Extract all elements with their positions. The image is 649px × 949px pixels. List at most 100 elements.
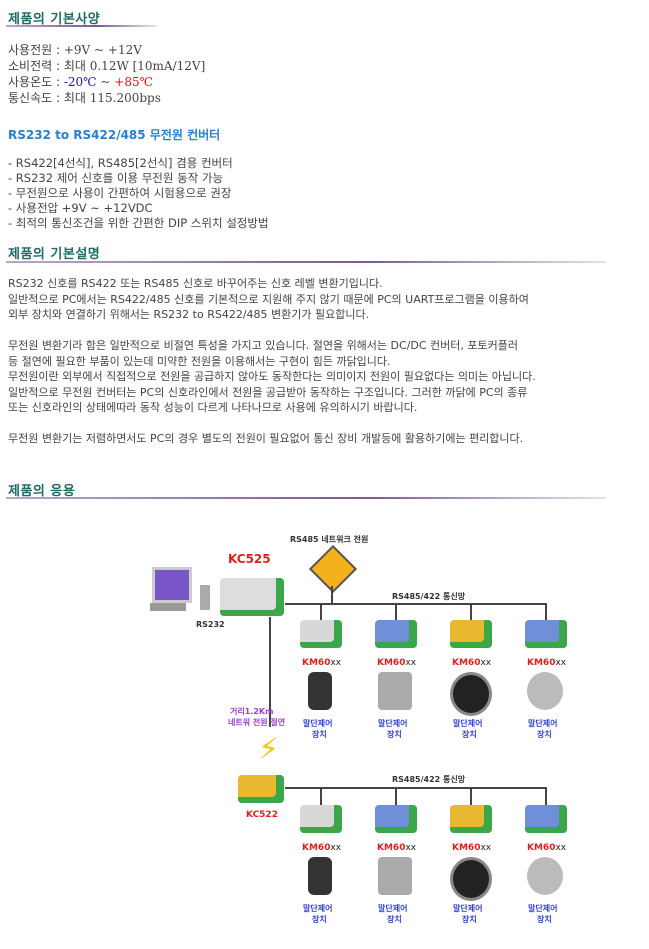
spec-key: 사용온도 :	[8, 75, 64, 89]
traffic-light-icon	[308, 672, 332, 710]
spec-key: 통신속도 : 최대	[8, 91, 90, 105]
divider	[6, 25, 156, 27]
model-suffix: xx	[555, 843, 567, 853]
kc525-label: KC525	[228, 552, 271, 566]
spec-row: 소비전력 : 최대 0.12W [10mA/12V]	[8, 58, 205, 74]
description-line: 등 절연에 필요한 부품이 있는데 미약한 전원을 이용해서는 구현이 힘든 까…	[8, 354, 391, 368]
rs232-label: RS232	[196, 620, 225, 629]
kc525-device	[220, 578, 284, 616]
model-name: KM60	[302, 843, 331, 853]
model-name: KM60	[302, 658, 331, 668]
km60-device	[450, 805, 492, 833]
traffic-light-icon	[308, 857, 332, 895]
gauge-icon	[450, 857, 492, 901]
model-label: KM60xx	[377, 658, 416, 668]
link-line	[269, 617, 271, 727]
model-name: KM60	[527, 658, 556, 668]
terminal-label: 장치	[387, 915, 402, 924]
description-line: 무전원이란 외부에서 직접적으로 전원을 공급하지 않아도 동작한다는 의미이지…	[8, 370, 536, 383]
power-plug-icon	[308, 544, 358, 594]
description-line: 또는 신호라인의 상태에따라 동작 성능이 다르게 나타나므로 사용에 유의하시…	[8, 401, 418, 414]
spec-value: 115.200bps	[89, 91, 161, 105]
terminal-label: 말단제어	[303, 719, 333, 728]
temp-high: +85℃	[114, 75, 154, 89]
model-label: KM60xx	[527, 658, 566, 668]
spec-row: 사용온도 : -20℃ ~ +85℃	[8, 74, 153, 90]
terminal-label: 말단제어	[303, 904, 333, 913]
gear-icon	[527, 672, 563, 710]
drop-line	[545, 603, 547, 620]
km60-device	[300, 620, 342, 648]
model-label: KM60xx	[452, 658, 491, 668]
bus-line	[285, 603, 545, 605]
model-label: KM60xx	[302, 843, 341, 853]
isolation-label: 네트워 전원 절연	[228, 718, 286, 727]
km60-device	[375, 805, 417, 833]
power-line	[331, 586, 333, 603]
spec-row: 사용전원 : +9V ~ +12V	[8, 42, 142, 58]
drop-line	[470, 603, 472, 620]
hard-drive-icon	[378, 857, 412, 895]
bus-line	[285, 787, 545, 789]
km60-device	[525, 805, 567, 833]
description-line: 일반적으로 PC에서는 RS422/485 신호를 기본적으로 지원해 주지 않…	[8, 292, 529, 306]
terminal-label: 장치	[462, 730, 477, 739]
feature-item: - 무전원으로 사용이 간편하여 시험용으로 권장	[8, 186, 232, 200]
terminal-label: 말단제어	[453, 719, 483, 728]
gear-icon	[527, 857, 563, 895]
gauge-icon	[450, 672, 492, 716]
model-name: KM60	[377, 658, 406, 668]
divider	[6, 261, 606, 263]
terminal-label: 장치	[312, 915, 327, 924]
kc522-device	[238, 775, 284, 803]
terminal-label: 장치	[387, 730, 402, 739]
km60-device	[525, 620, 567, 648]
spec-row: 통신속도 : 최대 115.200bps	[8, 90, 161, 106]
feature-item: - RS232 제어 신호를 이용 무전원 동작 가능	[8, 171, 224, 185]
model-suffix: xx	[405, 843, 417, 853]
lightning-icon: ⚡	[258, 732, 280, 767]
temp-low: -20℃	[63, 75, 97, 89]
model-suffix: xx	[480, 658, 492, 668]
description-line: RS232 신호를 RS422 또는 RS485 신호로 바꾸어주는 신호 레벨…	[8, 277, 383, 290]
subtitle: RS232 to RS422/485 무전원 컨버터	[8, 128, 221, 142]
drop-line	[545, 787, 547, 805]
pc-icon	[152, 567, 192, 603]
model-label: KM60xx	[377, 843, 416, 853]
model-name: KM60	[452, 843, 481, 853]
terminal-label: 말단제어	[378, 719, 408, 728]
model-suffix: xx	[330, 843, 342, 853]
model-suffix: xx	[480, 843, 492, 853]
km60-device	[300, 805, 342, 833]
drop-line	[395, 787, 397, 805]
section-title-app: 제품의 응용	[8, 484, 76, 499]
model-suffix: xx	[330, 658, 342, 668]
hard-drive-icon	[378, 672, 412, 710]
terminal-label: 장치	[312, 730, 327, 739]
model-label: KM60xx	[527, 843, 566, 853]
model-suffix: xx	[405, 658, 417, 668]
spec-key: 소비전력 : 최대	[8, 59, 90, 73]
kc522-label: KC522	[246, 810, 278, 820]
drop-line	[470, 787, 472, 805]
spec-key: 사용전원 :	[8, 43, 64, 57]
model-label: KM60xx	[452, 843, 491, 853]
description-line: 일반적으로 무전원 컨버터는 PC의 신호라인에서 전원을 공급받아 동작하는 …	[8, 385, 528, 399]
divider	[6, 497, 606, 499]
spec-value: +9V ~ +12V	[63, 43, 142, 57]
terminal-label: 말단제어	[378, 904, 408, 913]
km60-device	[375, 620, 417, 648]
feature-item: - 최적의 통신조건을 위한 간편한 DIP 스위치 설정방법	[8, 216, 269, 230]
description-line: 무전원 변환기는 저렴하면서도 PC의 경우 별도의 전원이 필요없어 통신 장…	[8, 432, 524, 445]
terminal-label: 말단제어	[528, 904, 558, 913]
model-label: KM60xx	[302, 658, 341, 668]
drop-line	[320, 787, 322, 805]
terminal-label: 말단제어	[453, 904, 483, 913]
description-line: 무전원 변환기라 함은 일반적으로 비절연 특성을 가지고 있습니다. 절연을 …	[8, 339, 518, 352]
section-title-basic: 제품의 기본사양	[8, 12, 101, 27]
drop-line	[395, 603, 397, 620]
feature-item: - 사용전압 +9V ~ +12VDC	[8, 201, 153, 215]
bus-label: RS485/422 통신망	[392, 775, 466, 784]
model-suffix: xx	[555, 658, 567, 668]
km60-device	[450, 620, 492, 648]
